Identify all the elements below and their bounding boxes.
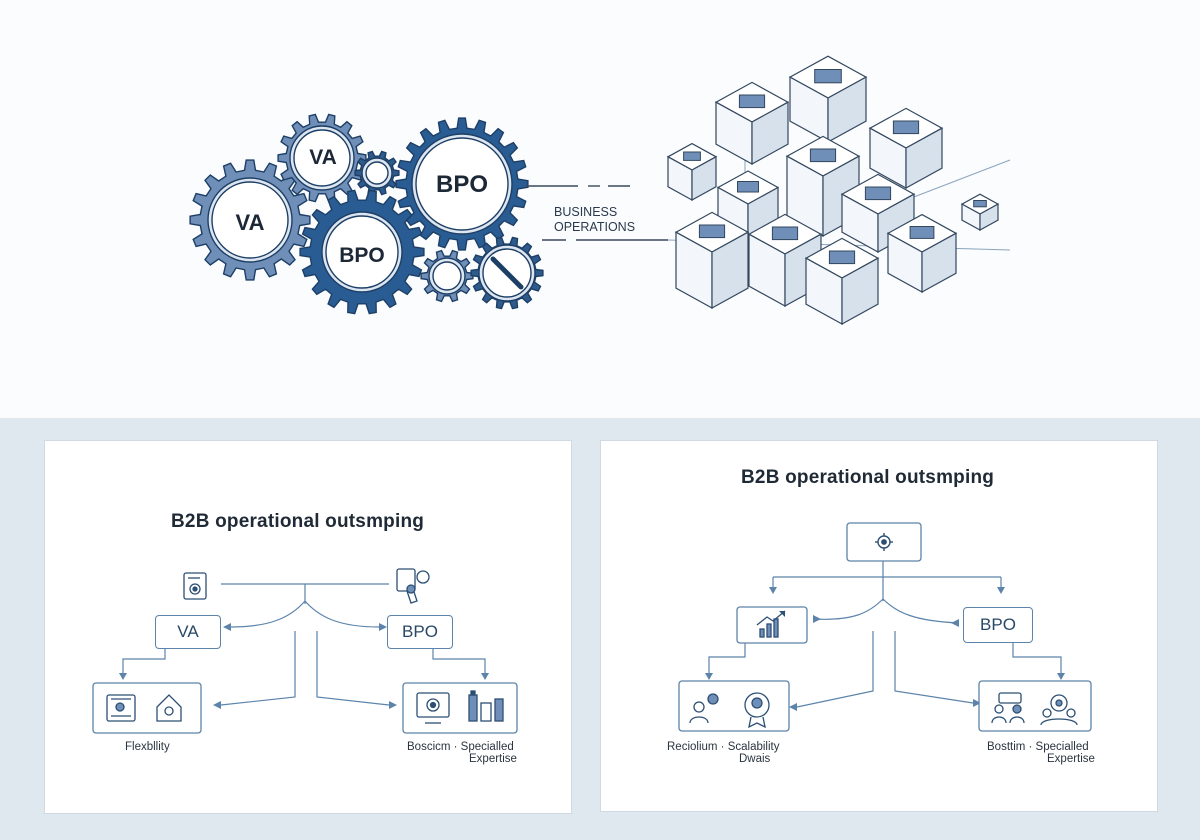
equipment-icon bbox=[468, 690, 504, 722]
isometric-cube-icon bbox=[868, 107, 944, 190]
isometric-cube-icon bbox=[788, 55, 868, 144]
right-comparison-panel: B2B operational outsmping BPO Reciolium … bbox=[600, 440, 1158, 812]
isometric-cube-cluster bbox=[666, 55, 1000, 326]
flexibility-box bbox=[92, 682, 202, 734]
tools-icon bbox=[396, 568, 430, 604]
isometric-cube-icon bbox=[714, 81, 790, 166]
isometric-cube-icon bbox=[666, 142, 718, 202]
business-operations-label-2: OPERATIONS bbox=[554, 220, 635, 234]
va-node: VA bbox=[155, 615, 221, 649]
house-icon bbox=[156, 694, 182, 722]
hero-svg: VA VA BPO BPO BUSINESS OPERATIONS bbox=[189, 55, 1011, 326]
gear-bpo-large-icon bbox=[395, 117, 529, 251]
scalability-box bbox=[678, 680, 790, 732]
left-comparison-panel: B2B operational outsmping VA BPO Flexbll… bbox=[44, 440, 572, 814]
chart-icon bbox=[756, 610, 786, 638]
gear-small-bottom-icon bbox=[420, 249, 474, 303]
gear-tiny-top-icon bbox=[354, 150, 400, 196]
right-flow-svg bbox=[678, 522, 1092, 732]
gear-va-small-icon bbox=[277, 113, 367, 203]
wrench-slash-icon bbox=[490, 256, 524, 290]
business-operations-label-1: BUSINESS bbox=[554, 205, 617, 219]
group-icon bbox=[1040, 694, 1078, 726]
isometric-cube-icon bbox=[804, 237, 880, 326]
id-card-icon bbox=[106, 694, 136, 722]
team-icon bbox=[991, 692, 1025, 724]
right-expertise-caption-line2: Expertise bbox=[1047, 753, 1095, 765]
left-panel-title: B2B operational outsmping bbox=[171, 511, 425, 532]
isometric-cube-icon bbox=[674, 211, 750, 310]
gear-icon bbox=[875, 533, 893, 551]
monitor-icon bbox=[416, 692, 450, 724]
gear-label-va-small: VA bbox=[309, 146, 337, 169]
gear-label-bpo-mid: BPO bbox=[339, 244, 385, 267]
gear-va-large-icon bbox=[189, 159, 311, 281]
person-gear-icon bbox=[689, 693, 719, 724]
expertise-caption-line2: Expertise bbox=[469, 753, 517, 765]
scalability-caption-line2: Dwais bbox=[739, 753, 771, 765]
scalability-caption-line1: Reciolium · Scalability bbox=[667, 741, 780, 753]
isometric-cube-icon bbox=[960, 193, 1000, 232]
flexibility-caption: Flexbllity bbox=[125, 741, 170, 753]
bpo-node-right-panel: BPO bbox=[963, 607, 1033, 643]
gear-cluster bbox=[189, 113, 544, 315]
left-flow-svg bbox=[92, 568, 518, 734]
gear-label-bpo-large: BPO bbox=[436, 171, 488, 198]
document-icon bbox=[183, 572, 207, 600]
badge-icon bbox=[744, 692, 770, 729]
right-expertise-caption-line1: Bosttim · Specialled bbox=[987, 741, 1089, 753]
expertise-caption-line1: Boscicm · Specialled bbox=[407, 741, 514, 753]
hero-illustration: VA VA BPO BPO BUSINESS OPERATIONS bbox=[0, 0, 1200, 418]
bpo-node-left-panel: BPO bbox=[387, 615, 453, 649]
isometric-cube-icon bbox=[886, 213, 958, 294]
chart-node bbox=[736, 606, 808, 644]
right-panel-title: B2B operational outsmping bbox=[741, 467, 995, 488]
isometric-cube-icon bbox=[840, 173, 916, 254]
gear-bpo-mid-icon bbox=[299, 189, 425, 315]
gear-label-va-large: VA bbox=[236, 210, 265, 235]
